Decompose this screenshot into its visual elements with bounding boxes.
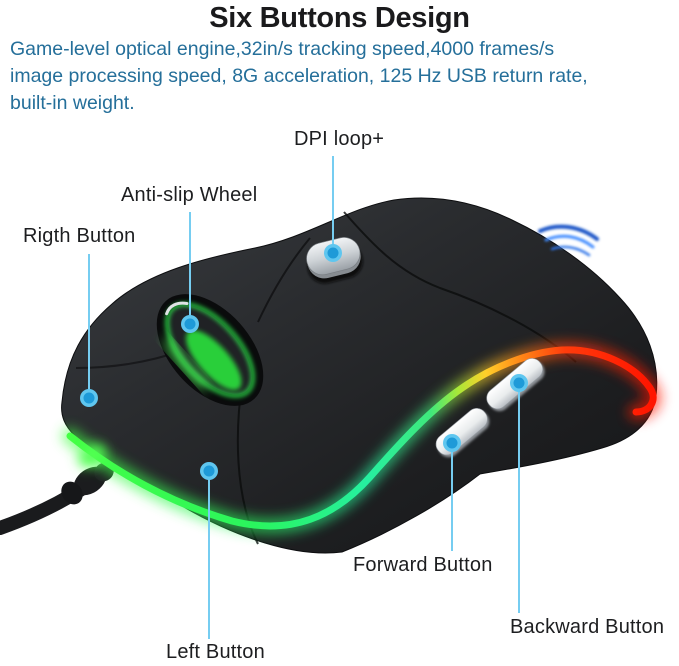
callout-label-right-button: Rigth Button xyxy=(23,225,136,247)
callout-dot-forward xyxy=(443,434,461,452)
brand-logo-led xyxy=(538,224,599,257)
callout-dot-backward xyxy=(510,374,528,392)
callout-dot-dpi xyxy=(324,244,342,262)
callout-label-wheel: Anti-slip Wheel xyxy=(121,184,258,206)
mouse-cable xyxy=(0,462,114,535)
callout-label-left-button: Left Button xyxy=(166,641,265,663)
rgb-led-strip xyxy=(61,341,662,535)
wheel-highlight xyxy=(165,301,189,316)
page-title: Six Buttons Design xyxy=(209,2,470,34)
description-line: image processing speed, 8G acceleration,… xyxy=(10,65,588,87)
callout-dot-left xyxy=(200,462,218,480)
product-description: Game-level optical engine,32in/s trackin… xyxy=(10,36,588,117)
callout-dot-wheel xyxy=(181,315,199,333)
button-plate-seam xyxy=(257,237,311,323)
callout-label-forward-button: Forward Button xyxy=(353,554,493,576)
callout-label-backward-button: Backward Button xyxy=(510,616,665,638)
description-line: built-in weight. xyxy=(10,92,135,114)
callout-dots xyxy=(80,244,528,480)
wheel-green-glow xyxy=(185,330,242,391)
description-line: Game-level optical engine,32in/s trackin… xyxy=(10,38,555,60)
dpi-button xyxy=(306,237,363,284)
callout-lines xyxy=(88,156,520,639)
palm-seam xyxy=(343,211,577,363)
cable-led-glow xyxy=(78,444,106,468)
callout-label-dpi: DPI loop+ xyxy=(294,128,385,150)
wheel-green-arc xyxy=(165,337,208,389)
callout-dot-right xyxy=(80,389,98,407)
